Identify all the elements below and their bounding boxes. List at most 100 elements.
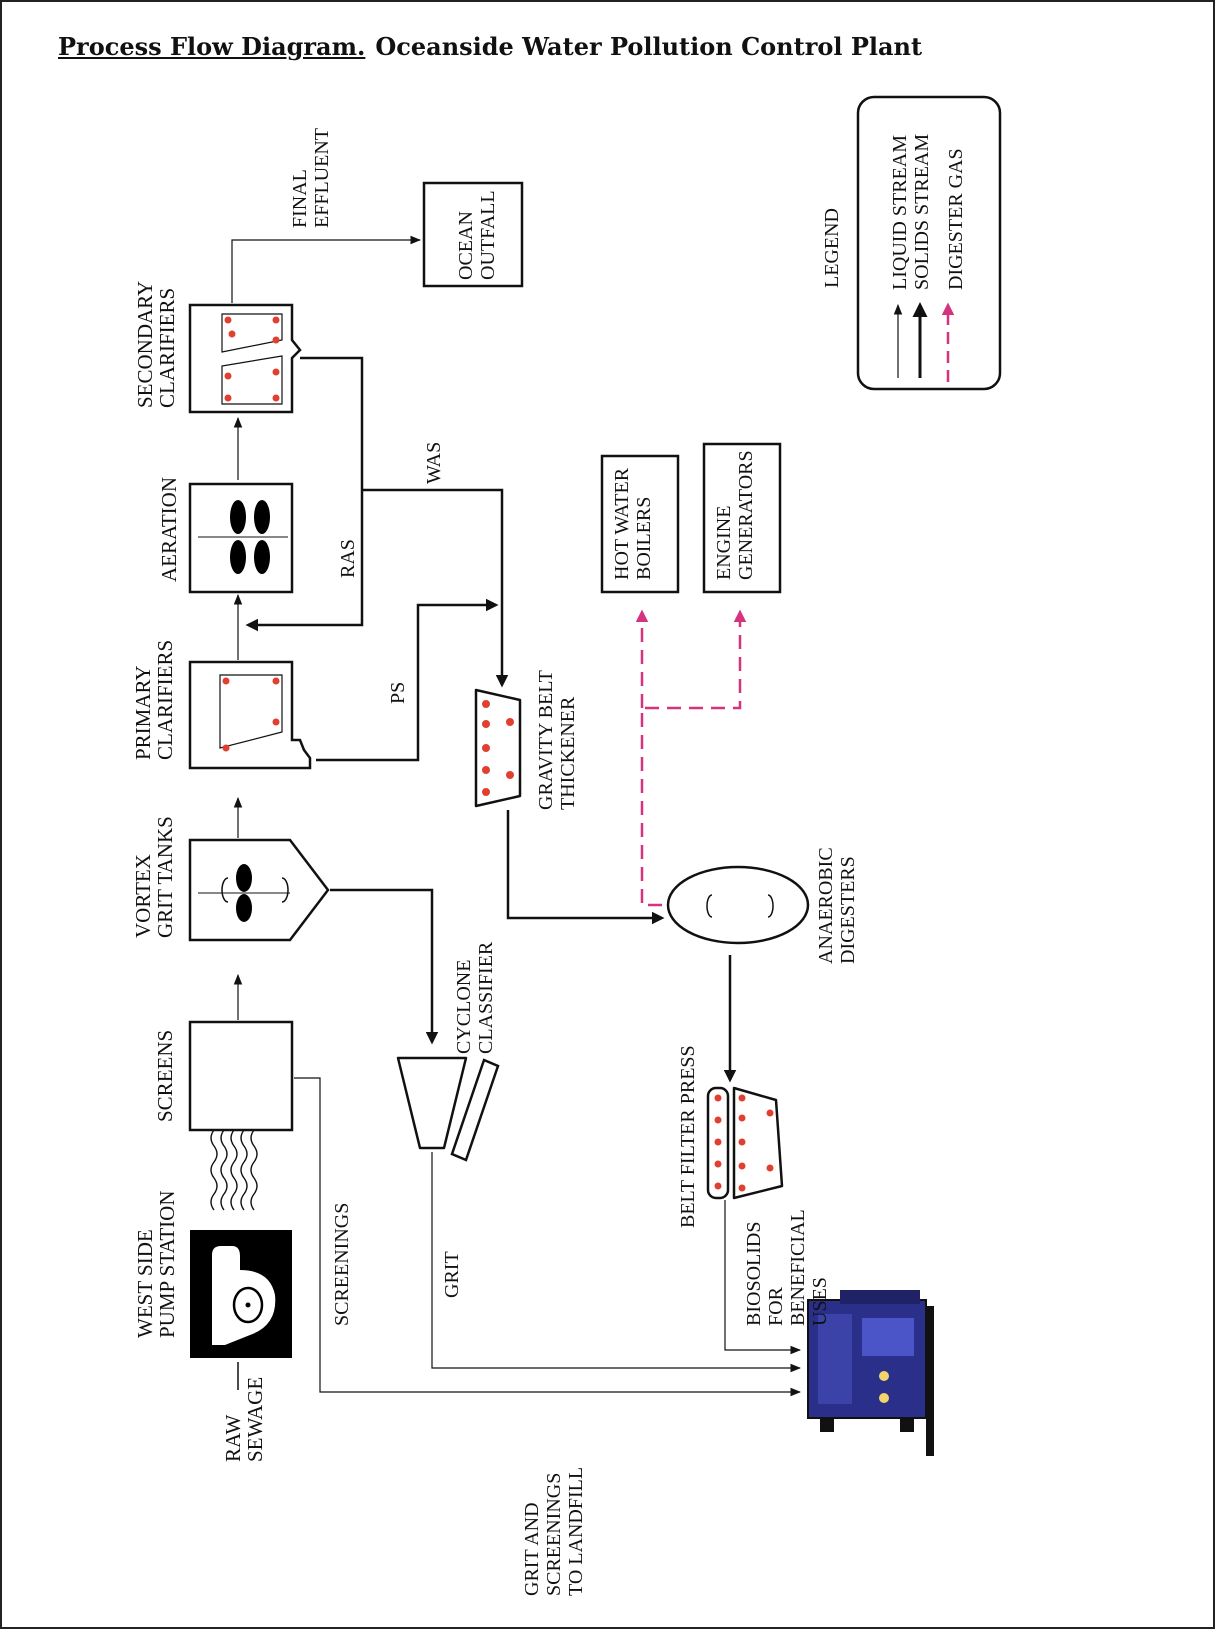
label-legend-gas: DIGESTER GAS (945, 148, 967, 290)
label-line: ANAEROBIC (815, 847, 837, 964)
label-line: GRIT TANKS (153, 816, 177, 938)
label-line: WEST SIDE (133, 1229, 157, 1338)
label-line: SEWAGE (243, 1377, 267, 1462)
secondary-hopper-lower (221, 355, 283, 405)
label-line: HOT WATER (611, 467, 633, 580)
label-line: VORTEX (131, 854, 155, 938)
grit-line (431, 1152, 802, 1373)
pump-icon (212, 1246, 276, 1345)
digester-gas-lines (635, 609, 747, 907)
label-line: PRIMARY (131, 665, 155, 760)
label-final-effluent: FINALEFFLUENT (289, 128, 333, 228)
ps-line (316, 598, 499, 762)
label-screens: SCREENS (153, 1030, 177, 1122)
thickener-dot-icon (482, 700, 490, 708)
label-was: WAS (423, 442, 445, 484)
label-cyclone: CYCLONECLASSIFIER (453, 941, 497, 1054)
cyclone-classifier (396, 1056, 500, 1162)
aeration-tank (188, 482, 294, 594)
label-engine-generators: ENGINEGENERATORS (713, 450, 757, 580)
label-screenings: SCREENINGS (331, 1203, 353, 1326)
press-dot-icon (766, 1164, 774, 1172)
label-secondary: SECONDARYCLARIFIERS (133, 281, 179, 408)
label-line: CLARIFIERS (153, 640, 177, 760)
ras-line (245, 356, 364, 632)
aerator-paddle-icon (230, 500, 246, 534)
press-dot-icon (714, 1094, 722, 1102)
legend-box (856, 95, 1002, 391)
label-line: GRAVITY BELT (535, 670, 557, 810)
clarifier-dot-icon (272, 394, 280, 402)
label-aeration: AERATION (157, 477, 181, 582)
label-line: BENEFICIAL (787, 1209, 809, 1326)
aerator-paddle-icon (254, 540, 270, 574)
clarifier-dot-icon (272, 677, 280, 685)
clarifier-dot-icon (272, 316, 280, 324)
clarifier-dot-icon (272, 368, 280, 376)
primary-clarifier-body (188, 660, 312, 770)
label-line: SECONDARY (133, 281, 157, 408)
label-legend-liquid: LIQUID STREAM (889, 135, 911, 290)
truck-icon (807, 1290, 934, 1456)
truck-wheel (820, 1418, 834, 1432)
label-line: SOLIDS STREAM (911, 134, 933, 290)
label-line: LEGEND (821, 208, 843, 288)
label-line: SCREENINGS (543, 1473, 565, 1596)
label-line: DIGESTERS (837, 856, 859, 964)
final-effluent-line (231, 235, 422, 303)
label-line: DIGESTER GAS (945, 148, 967, 290)
truck-headlight (879, 1393, 889, 1403)
aeration-box (188, 482, 294, 594)
press-dot-icon (766, 1109, 774, 1117)
label-legend-solids: SOLIDS STREAM (911, 134, 933, 290)
label-line: PS (387, 682, 409, 704)
label-line: CYCLONE (453, 960, 475, 1054)
label-line: FINAL (289, 169, 311, 228)
clarifier-dot-icon (228, 330, 236, 338)
thickened-sludge-line (506, 810, 665, 925)
was-line (362, 488, 509, 688)
thickener-dot-icon (506, 718, 514, 726)
vortex-grit-tank (188, 838, 330, 942)
digester-body (666, 865, 810, 945)
vortex-grit-tank-body (188, 838, 330, 942)
thickener-dot-icon (482, 788, 490, 796)
ras-was-lines (245, 356, 509, 688)
pump-impeller-icon (232, 1286, 264, 1324)
press-dot-icon (738, 1138, 746, 1146)
primary-clarifier-hopper (219, 674, 283, 749)
label-ras: RAS (337, 539, 359, 578)
label-pump-station: WEST SIDEPUMP STATION (133, 1191, 179, 1338)
truck-windshield (862, 1318, 914, 1356)
hot-water-boilers-box (600, 454, 680, 594)
press-dot-icon (714, 1160, 722, 1168)
cyclone-cone (396, 1056, 468, 1150)
clarifier-dot-icon (224, 372, 232, 380)
label-line: SCREENS (153, 1030, 177, 1122)
label-line: FOR (765, 1286, 787, 1326)
swirl-icon (767, 894, 774, 918)
press-dot-icon (738, 1184, 746, 1192)
swirl-icon (706, 894, 713, 918)
gas-line-engine (640, 609, 747, 907)
label-line: CLARIFIERS (155, 288, 179, 408)
clarifier-dot-icon (222, 744, 230, 752)
label-legend-title: LEGEND (821, 208, 843, 288)
clarifier-dot-icon (224, 394, 232, 402)
screens-box (188, 1020, 294, 1132)
engine-generators-box (702, 442, 782, 594)
label-line: THICKENER (557, 696, 579, 810)
label-vortex: VORTEXGRIT TANKS (131, 816, 177, 938)
truck-bumper (926, 1306, 934, 1456)
label-line: PUMP STATION (155, 1191, 179, 1338)
thickener-dot-icon (506, 771, 514, 779)
label-line: USES (809, 1277, 831, 1326)
press-dot-icon (738, 1114, 746, 1122)
label-line: TO LANDFILL (565, 1467, 587, 1596)
aerator-paddle-icon (230, 540, 246, 574)
swirl-icon (281, 877, 289, 903)
truck-headlight (879, 1371, 889, 1381)
legend (856, 95, 1002, 391)
